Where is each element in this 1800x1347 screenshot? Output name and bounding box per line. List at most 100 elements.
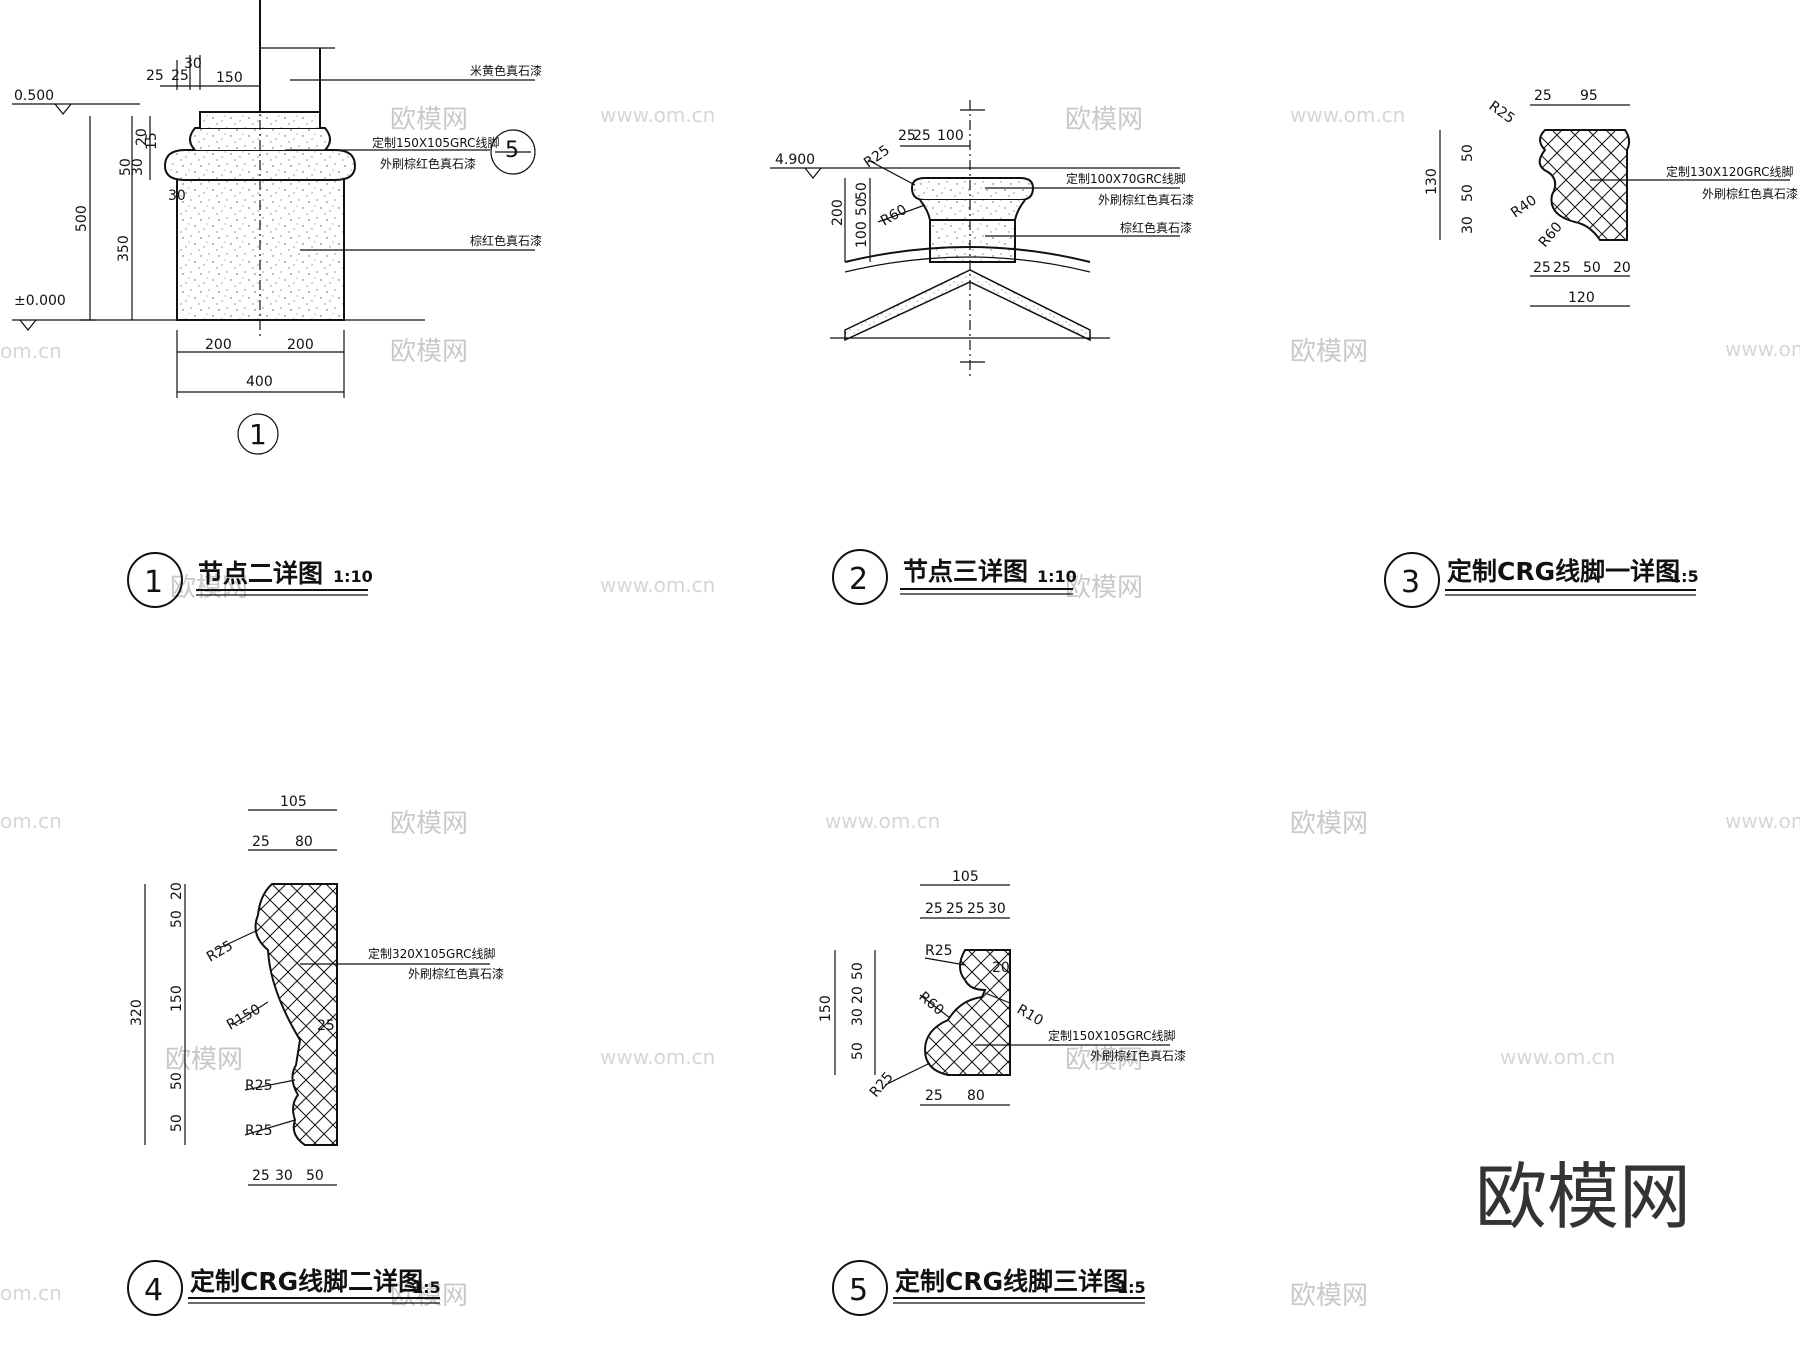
dim-bottom-25a: 25: [1533, 260, 1551, 276]
watermark-layer: 欧模网 www.om.cn 欧模网 www.om.cn om.cn 欧模网 欧模…: [0, 103, 1800, 1311]
detail-scale: 1:5: [412, 1278, 441, 1297]
dim-left-50a: 50: [169, 910, 185, 928]
note-red-paint-outer: 外刷棕红色真石漆: [1098, 192, 1194, 207]
detail-4-title-block: 4 定制CRG线脚二详图 1:5: [127, 1260, 441, 1316]
dim-left-50a: 50: [1460, 144, 1476, 162]
dim-bottom-400: 400: [246, 374, 273, 390]
dim-left-15: 15: [144, 132, 160, 150]
detail-2-drawing: 4.900 200 50 50 100 25 25 100 R25 R60 定制…: [770, 100, 1194, 380]
note-red-paint: 棕红色真石漆: [1120, 220, 1192, 235]
watermark-brand: 欧模网: [390, 337, 468, 367]
watermark-brand: 欧模网: [1065, 105, 1143, 135]
dim-top-25: 25: [252, 834, 270, 850]
watermark-brand: 欧模网: [1290, 337, 1368, 367]
detail-number: 2: [849, 562, 868, 597]
dim-left-30b: 30: [168, 188, 186, 204]
detail-2-title-block: 2 节点三详图 1:10: [832, 549, 1077, 605]
dim-left-30: 30: [1460, 216, 1476, 234]
dim-top-95: 95: [1580, 88, 1598, 104]
watermark-site: www.om.cn: [600, 1045, 715, 1069]
radius-r25-bottom: R25: [245, 1123, 273, 1139]
watermark-site: www.om.cn: [600, 103, 715, 127]
dim-top-25b: 25: [946, 901, 964, 917]
radius-r60: R60: [1536, 219, 1566, 250]
detail-scale: 1:10: [1037, 567, 1077, 586]
dim-left-20: 20: [850, 986, 866, 1004]
detail-title: 节点二详图: [198, 559, 323, 588]
watermark-site: www.om.cn: [1725, 809, 1800, 833]
watermark-brand: 欧模网: [390, 1281, 468, 1311]
dim-top-25b: 25: [171, 68, 189, 84]
watermark-brand: 欧模网: [1290, 1281, 1368, 1311]
detail-title: 定制CRG线脚二详图: [190, 1267, 423, 1296]
radius-r40: R40: [1508, 192, 1540, 221]
dim-bottom-80: 80: [967, 1088, 985, 1104]
dim-left-200: 200: [830, 199, 846, 226]
watermark-brand: 欧模网: [1290, 809, 1368, 839]
radius-r150: R150: [224, 1001, 264, 1033]
detail-number: 1: [144, 565, 163, 600]
radius-r25-mid: R25: [245, 1078, 273, 1094]
detail-title: 定制CRG线脚一详图: [1447, 557, 1680, 586]
radius-r60: R60: [915, 989, 946, 1019]
note-grc-moulding: 定制150X105GRC线脚: [372, 135, 499, 150]
dim-bottom-20: 20: [1613, 260, 1631, 276]
note-red-paint-outer: 外刷棕红色真石漆: [408, 966, 504, 981]
watermark-site: www.om.cn: [1290, 103, 1405, 127]
dim-bottom-25: 25: [252, 1168, 270, 1184]
radius-r25-bottom: R25: [867, 1069, 897, 1100]
dim-top-25a: 25: [925, 901, 943, 917]
watermark-brand: 欧模网: [390, 809, 468, 839]
radius-r25-top: R25: [925, 943, 953, 959]
dim-bottom-200b: 200: [287, 337, 314, 353]
radius-r25: R25: [861, 142, 893, 171]
dim-left-150: 150: [818, 995, 834, 1022]
watermark-site-partial: om.cn: [0, 339, 62, 363]
dim-top-25a: 25: [146, 68, 164, 84]
dim-top-25: 25: [1534, 88, 1552, 104]
dim-top-105: 105: [280, 794, 307, 810]
detail-number: 3: [1401, 565, 1420, 600]
dim-left-130: 130: [1424, 168, 1440, 195]
detail-5-title-block: 5 定制CRG线脚三详图 1:5: [832, 1260, 1146, 1316]
dim-bottom-50: 50: [1583, 260, 1601, 276]
moulding-profile: [254, 883, 338, 1146]
watermark-brand: 欧模网: [165, 1045, 243, 1075]
detail-number: 5: [849, 1273, 868, 1308]
detail-3-title-block: 3 定制CRG线脚一详图 1:5: [1384, 552, 1699, 608]
dim-top-25a: 25: [898, 128, 916, 144]
dim-top-100: 100: [937, 128, 964, 144]
dim-top-25b: 25: [913, 128, 931, 144]
note-red-paint: 棕红色真石漆: [470, 233, 542, 248]
note-grc-moulding: 定制130X120GRC线脚: [1666, 164, 1793, 179]
detail-scale: 1:5: [1670, 567, 1699, 586]
note-grc-moulding: 定制150X105GRC线脚: [1048, 1028, 1175, 1043]
detail-1-drawing: 0.500 ±0.000 500 350 20 15 50 30 30 25 2…: [12, 0, 542, 455]
dim-top-30: 30: [184, 56, 202, 72]
watermark-site: www.om.cn: [1725, 337, 1800, 361]
dim-left-50c: 50: [169, 1114, 185, 1132]
elevation-top: 4.900: [775, 152, 815, 168]
note-red-paint-outer: 外刷棕红色真石漆: [1702, 186, 1798, 201]
dim-left-50b: 50: [169, 1072, 185, 1090]
dim-left-50b: 50: [854, 198, 870, 216]
dim-top-25c: 25: [967, 901, 985, 917]
radius-20: 20: [992, 960, 1010, 976]
elevation-top: 0.500: [14, 88, 54, 104]
detail-3-drawing: 130 50 50 30 25 95 R25 R40 R60 25 25 50 …: [1424, 88, 1798, 307]
dim-top-150: 150: [216, 70, 243, 86]
detail-title: 定制CRG线脚三详图: [895, 1267, 1128, 1296]
note-beige-paint: 米黄色真石漆: [470, 64, 542, 78]
watermark-brand: 欧模网: [1065, 1045, 1143, 1075]
radius-25: 25: [317, 1018, 335, 1034]
detail-scale: 1:10: [333, 567, 373, 586]
dim-left-50a: 50: [850, 962, 866, 980]
section-mark: 1: [249, 418, 267, 451]
dim-left-30: 30: [130, 158, 146, 176]
dim-left-50a: 50: [854, 182, 870, 200]
detail-scale: 1:5: [1117, 1278, 1146, 1297]
moulding-profile: [1538, 129, 1631, 241]
dim-left-100: 100: [854, 221, 870, 248]
dim-top-80: 80: [295, 834, 313, 850]
